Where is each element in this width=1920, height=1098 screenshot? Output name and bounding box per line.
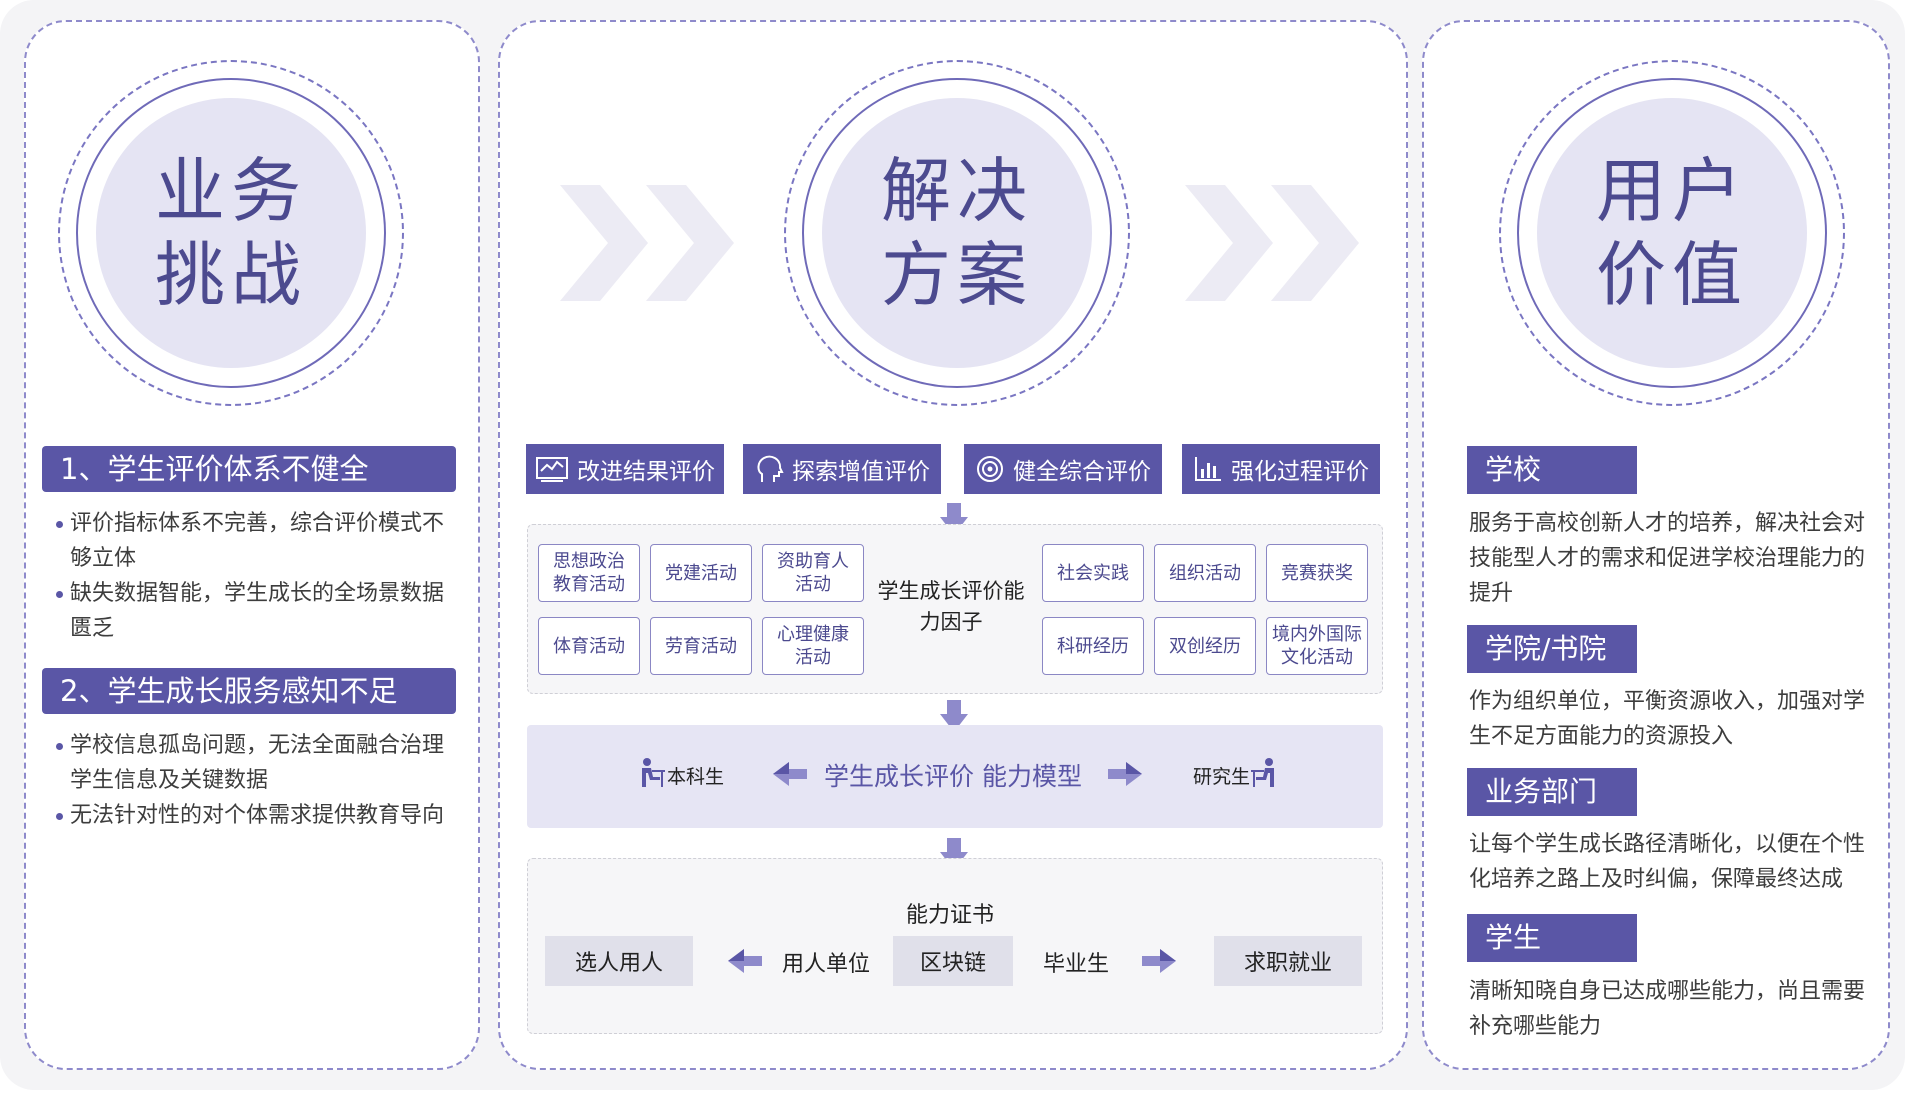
factor-item: 竞赛获奖 [1266, 544, 1368, 602]
value-title: 用户价值 [1596, 150, 1748, 316]
tag-comprehensive-evaluation: 健全综合评价 [964, 444, 1162, 494]
ability-model-band [527, 725, 1383, 828]
challenge-list-1: 评价指标体系不完善，综合评价模式不够立体 缺失数据智能，学生成长的全场景数据匮乏 [56, 506, 446, 646]
certificate-title: 能力证书 [905, 903, 994, 928]
factor-item: 双创经历 [1154, 617, 1256, 675]
job-seeking-box: 求职就业 [1214, 936, 1362, 986]
chevron-right-icon [560, 185, 734, 301]
arrow-left-icon [773, 762, 807, 786]
factor-item: 科研经历 [1042, 617, 1144, 675]
value-text-department: 让每个学生成长路径清晰化，以便在个性化培养之路上及时纠偏，保障最终达成 [1469, 832, 1866, 892]
value-tag-student: 学生 [1467, 914, 1637, 962]
arrow-right-icon [1142, 949, 1176, 973]
bar-chart-icon [1195, 457, 1221, 481]
challenge-circle: 业务挑战 [58, 60, 404, 406]
value-circle: 用户价值 [1499, 60, 1845, 406]
undergraduate-label: 本科生 [667, 766, 725, 788]
list-item: 学校信息孤岛问题，无法全面融合治理学生信息及关键数据 [56, 728, 446, 798]
value-text-college: 作为组织单位，平衡资源收入，加强对学生不足方面能力的资源投入 [1469, 689, 1866, 749]
chart-monitor-icon [536, 457, 568, 482]
head-icon [757, 455, 784, 482]
student-desk-icon [1251, 758, 1274, 787]
down-arrow-icon [940, 838, 968, 870]
factor-item: 社会实践 [1042, 544, 1144, 602]
challenge-heading-1: 1、学生评价体系不健全 [42, 446, 456, 492]
arrow-right-icon [1108, 762, 1142, 786]
factor-item: 思想政治教育活动 [538, 544, 640, 602]
down-arrow-icon [940, 503, 968, 535]
employer-label: 用人单位 [782, 952, 871, 977]
list-item: 缺失数据智能，学生成长的全场景数据匮乏 [56, 576, 446, 646]
student-desk-icon [642, 758, 665, 787]
spiral-icon [977, 456, 1003, 482]
value-tag-department: 业务部门 [1467, 768, 1637, 816]
factor-item: 境内外国际文化活动 [1266, 617, 1368, 675]
challenge-title: 业务挑战 [155, 150, 307, 316]
factor-item: 资助育人活动 [762, 544, 864, 602]
tag-result-evaluation: 改进结果评价 [526, 444, 724, 494]
factor-item: 心理健康活动 [762, 617, 864, 675]
value-tag-school: 学校 [1467, 446, 1637, 494]
list-item: 无法针对性的对个体需求提供教育导向 [56, 798, 446, 833]
graduate-label: 毕业生 [1043, 952, 1110, 977]
arrow-left-icon [728, 949, 762, 973]
tag-value-added-evaluation: 探索增值评价 [743, 444, 941, 494]
value-tag-college: 学院/书院 [1467, 625, 1637, 673]
factor-center-label: 学生成长评价能力因子 [877, 579, 1025, 634]
value-text-school: 服务于高校创新人才的培养，解决社会对技能型人才的需求和促进学校治理能力的提升 [1469, 511, 1866, 606]
factor-item: 党建活动 [650, 544, 752, 602]
solution-title: 解决方案 [881, 150, 1033, 316]
tag-process-evaluation: 强化过程评价 [1182, 444, 1380, 494]
blockchain-box: 区块链 [893, 936, 1013, 986]
list-item: 评价指标体系不完善，综合评价模式不够立体 [56, 506, 446, 576]
graduate-student-label: 研究生 [1193, 766, 1251, 788]
factor-item: 劳育活动 [650, 617, 752, 675]
factor-item: 组织活动 [1154, 544, 1256, 602]
select-employ-box: 选人用人 [545, 936, 693, 986]
value-text-student: 清晰知晓自身已达成哪些能力，尚且需要补充哪些能力 [1469, 979, 1866, 1039]
challenge-heading-2: 2、学生成长服务感知不足 [42, 668, 456, 714]
chevron-right-icon [1185, 185, 1359, 301]
down-arrow-icon [940, 700, 968, 732]
ability-model-title: 学生成长评价 能力模型 [824, 762, 1082, 791]
solution-circle: 解决方案 [784, 60, 1130, 406]
factor-item: 体育活动 [538, 617, 640, 675]
challenge-list-2: 学校信息孤岛问题，无法全面融合治理学生信息及关键数据 无法针对性的对个体需求提供… [56, 728, 446, 833]
